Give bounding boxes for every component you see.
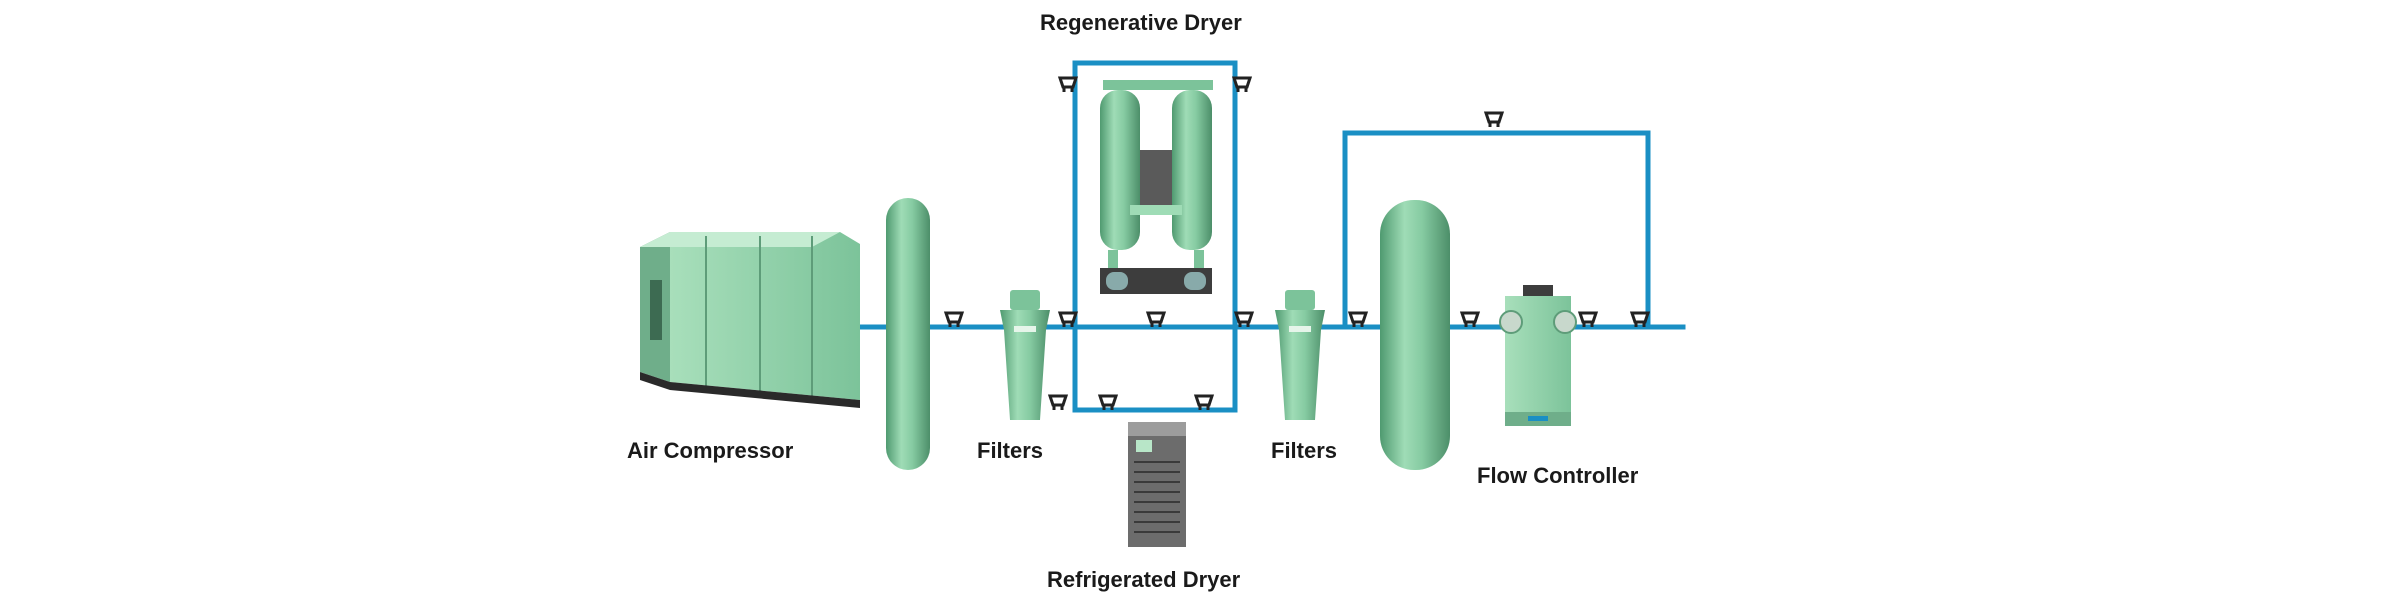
valve-icon <box>1231 76 1253 92</box>
valve-icon <box>1577 311 1599 327</box>
valve-icon <box>1193 394 1215 410</box>
valve-icon <box>1233 311 1255 327</box>
filters-right-label: Filters <box>1271 438 1338 463</box>
refrigerated-dryer <box>1128 422 1186 547</box>
air-compressor-label: Air Compressor <box>627 438 794 463</box>
valve-icon <box>1047 394 1069 410</box>
valve-icon <box>1483 111 1505 127</box>
valves <box>943 76 1651 410</box>
flow-controller-bypass <box>1342 130 1651 330</box>
filter-right <box>1275 290 1325 420</box>
refrigerated-dryer-label: Refrigerated Dryer <box>1047 567 1241 592</box>
regenerative-dryer-label: Regenerative Dryer <box>1040 10 1242 35</box>
valve-icon <box>1459 311 1481 327</box>
air-compressor <box>640 232 860 408</box>
filters-left-label: Filters <box>977 438 1044 463</box>
flow-controller <box>1499 285 1577 426</box>
valve-icon <box>1057 76 1079 92</box>
valve-icon <box>1057 311 1079 327</box>
flow-controller-label: Flow Controller <box>1477 463 1639 488</box>
receiver-tank-right <box>1380 200 1450 470</box>
receiver-tank-left <box>886 198 930 470</box>
regenerative-dryer-loop <box>1072 60 1238 413</box>
valve-icon <box>1347 311 1369 327</box>
filter-left <box>1000 290 1050 420</box>
valve-icon <box>1145 311 1167 327</box>
valve-icon <box>1629 311 1651 327</box>
valve-icon <box>943 311 965 327</box>
valve-icon <box>1097 394 1119 410</box>
regenerative-dryer <box>1100 80 1213 294</box>
